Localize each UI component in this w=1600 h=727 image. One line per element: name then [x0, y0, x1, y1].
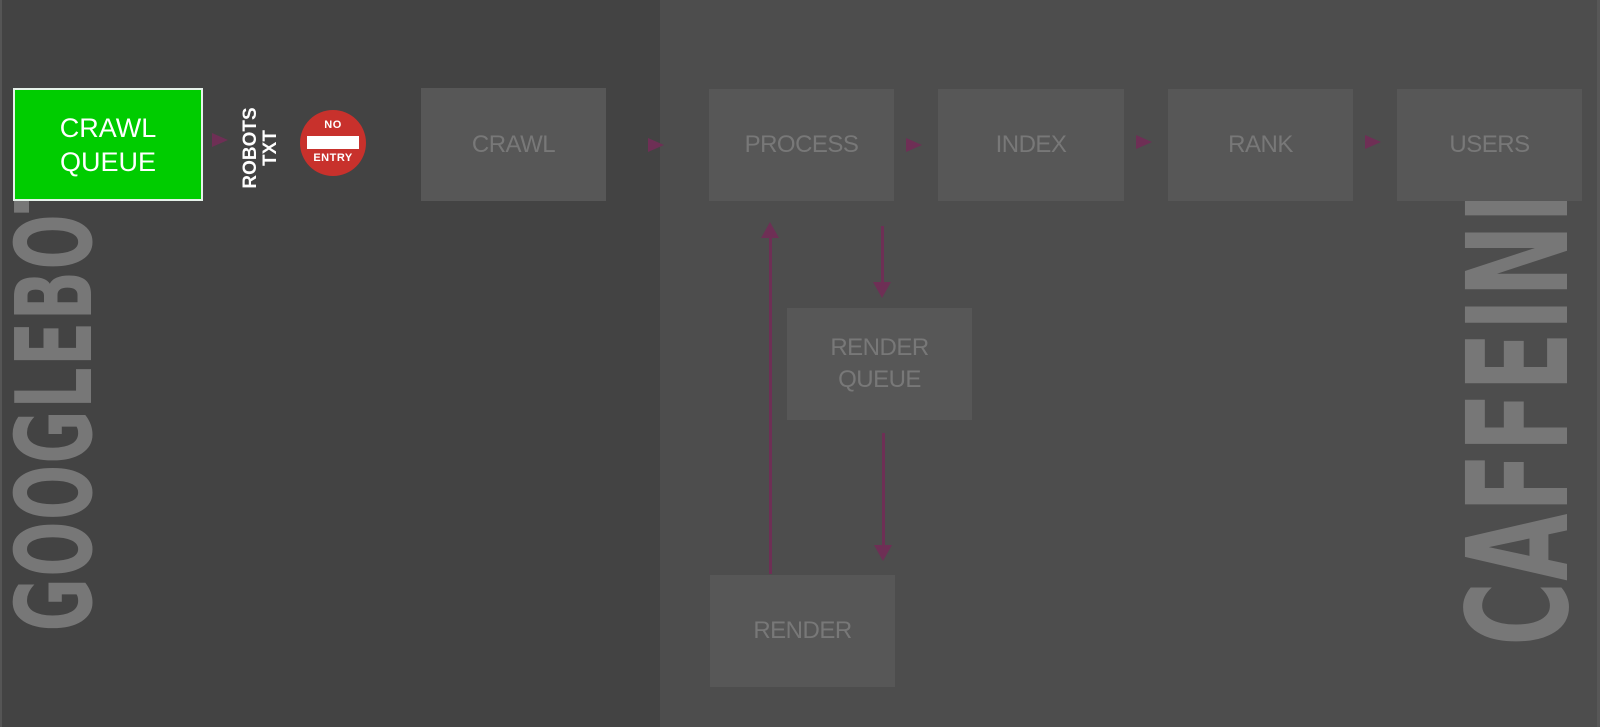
arrow-right-icon [906, 138, 922, 152]
googlebot-label: GOOGLEBOT [0, 167, 116, 632]
index-label: INDEX [995, 131, 1067, 158]
arrow-right-icon [648, 138, 664, 152]
robots-txt-gate: ROBOTS TXT [236, 100, 286, 190]
process-to-render-queue-line [881, 226, 884, 286]
panel-edge [1597, 0, 1600, 727]
arrow-down-icon [873, 282, 891, 298]
process-node: PROCESS [709, 89, 894, 201]
render-queue-node: RENDER QUEUE [787, 308, 972, 420]
users-node: USERS [1397, 89, 1582, 201]
robots-txt-label: ROBOTS TXT [240, 107, 281, 189]
rank-label: RANK [1228, 131, 1293, 158]
crawl-label: CRAWL [471, 130, 556, 158]
crawl-queue-label: CRAWL QUEUE [59, 112, 157, 177]
index-node: INDEX [938, 89, 1124, 201]
no-entry-bar [307, 136, 359, 149]
render-label: RENDER [753, 617, 852, 644]
no-entry-bottom-text: ENTRY [313, 152, 353, 164]
arrow-up-icon [761, 222, 779, 238]
crawl-node: CRAWL [421, 88, 606, 201]
render-queue-label: RENDER QUEUE [830, 334, 929, 393]
users-label: USERS [1449, 131, 1530, 158]
caffeine-label: CAFFEINE [1438, 162, 1600, 646]
crawl-queue-node: CRAWL QUEUE [13, 88, 203, 201]
arrow-right-icon [212, 133, 228, 147]
render-node: RENDER [710, 575, 895, 687]
process-label: PROCESS [744, 131, 859, 158]
rank-node: RANK [1168, 89, 1353, 201]
no-entry-top-text: NO [324, 119, 342, 131]
arrow-down-icon [874, 545, 892, 561]
no-entry-icon: NO ENTRY [300, 110, 366, 176]
arrow-right-icon [1136, 135, 1152, 149]
render-to-process-line [769, 236, 772, 574]
render-queue-to-render-line [882, 433, 885, 547]
arrow-right-icon [1365, 135, 1381, 149]
